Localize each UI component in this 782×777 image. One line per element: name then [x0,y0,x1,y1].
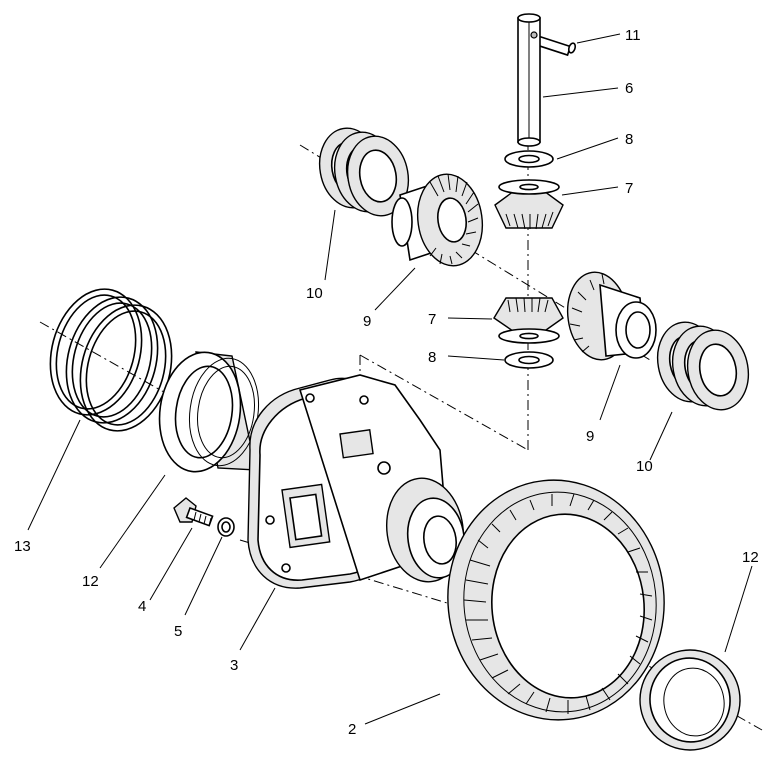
callout-13: 13 [14,538,31,555]
callout-4: 4 [138,598,146,615]
side-gear-part-9-lower [566,271,657,361]
roll-pin-part-11 [534,34,577,57]
callout-11: 11 [625,27,641,44]
leader-lines [27,33,753,725]
callout-labels: 11 6 8 7 10 9 7 8 9 10 13 12 4 5 3 2 12 [14,27,759,738]
ring-gear-part-2 [447,479,665,721]
pinion-gear-part-7-lower [493,297,564,344]
bearing-part-12-right [639,649,741,751]
callout-7-lower: 7 [428,311,436,328]
callout-12: 12 [82,573,99,590]
pinion-shaft-part-6 [517,13,541,147]
callout-10-lower: 10 [636,458,653,475]
bearing-part-12-left [158,351,259,473]
callout-8-lower: 8 [428,349,436,366]
callout-10: 10 [306,285,323,302]
callout-5: 5 [174,623,182,640]
clutch-pack-part-10-lower [656,321,750,411]
thrust-washer-part-8-upper [504,150,554,168]
lock-washer-part-5 [217,517,235,537]
differential-case-part-3 [247,374,466,589]
callout-9: 9 [363,313,371,330]
callout-7: 7 [625,180,633,197]
thrust-washer-part-8-lower [504,351,554,369]
callout-12-right: 12 [742,549,759,566]
clutch-pack-part-10-upper [318,127,410,217]
side-gear-part-9-upper [391,173,484,267]
callout-3: 3 [230,657,238,674]
pinion-gear-part-7-upper [494,179,564,230]
bolt-part-4 [173,497,214,527]
callout-9-lower: 9 [586,428,594,445]
callout-8: 8 [625,131,633,148]
callout-6: 6 [625,80,633,97]
callout-2: 2 [348,721,356,738]
